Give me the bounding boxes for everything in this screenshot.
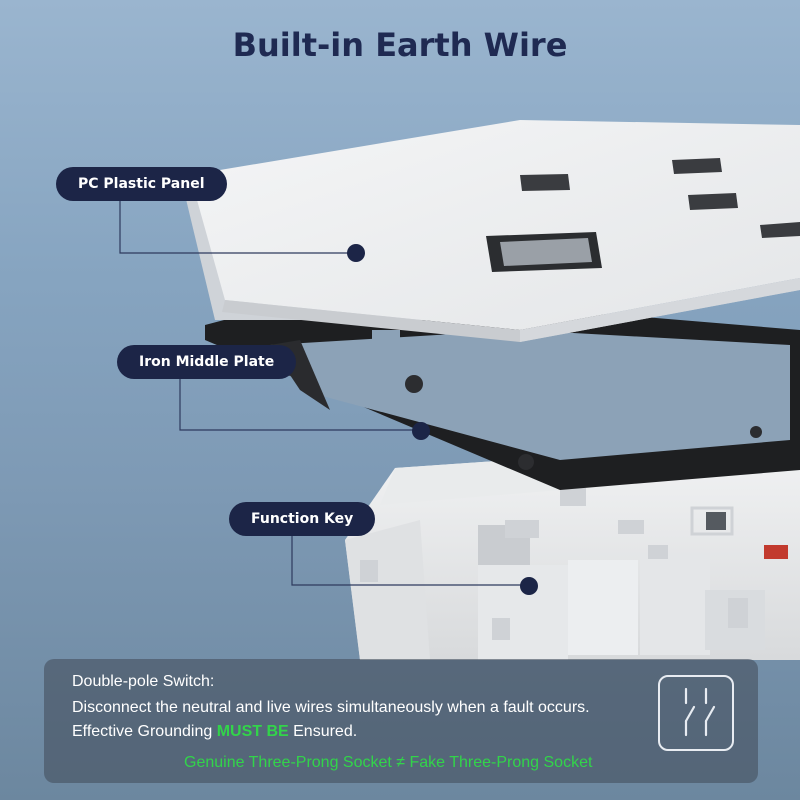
double-pole-switch-icon bbox=[658, 675, 734, 751]
iron-middle-plate bbox=[205, 300, 800, 490]
leader-lines bbox=[119, 198, 527, 586]
grounding-note: Effective Grounding MUST BE Ensured. bbox=[72, 723, 357, 741]
plate-marker-dot bbox=[412, 422, 430, 440]
key-marker-dot bbox=[520, 577, 538, 595]
label-function-key: Function Key bbox=[229, 502, 376, 536]
plate-leader-line bbox=[179, 377, 420, 431]
grounding-suffix: Ensured. bbox=[288, 723, 358, 740]
page-title: Built-in Earth Wire bbox=[232, 26, 568, 64]
panel-leader-line bbox=[119, 198, 352, 254]
switch-symbol-icon bbox=[684, 687, 716, 737]
key-leader-line bbox=[291, 533, 527, 586]
info-heading: Double-pole Switch: bbox=[72, 673, 215, 690]
panel-marker-dot bbox=[347, 244, 365, 262]
pc-plastic-panel bbox=[185, 120, 800, 342]
grounding-prefix: Effective Grounding bbox=[72, 723, 217, 740]
label-pc-plastic-panel: PC Plastic Panel bbox=[56, 167, 227, 201]
info-description: Disconnect the neutral and live wires si… bbox=[72, 699, 590, 716]
socket-tagline: Genuine Three-Prong Socket ≠ Fake Three-… bbox=[184, 754, 593, 771]
grounding-emphasis: MUST BE bbox=[216, 723, 289, 740]
label-iron-middle-plate: Iron Middle Plate bbox=[117, 345, 297, 379]
info-panel: Double-pole Switch: Disconnect the neutr… bbox=[44, 659, 758, 783]
